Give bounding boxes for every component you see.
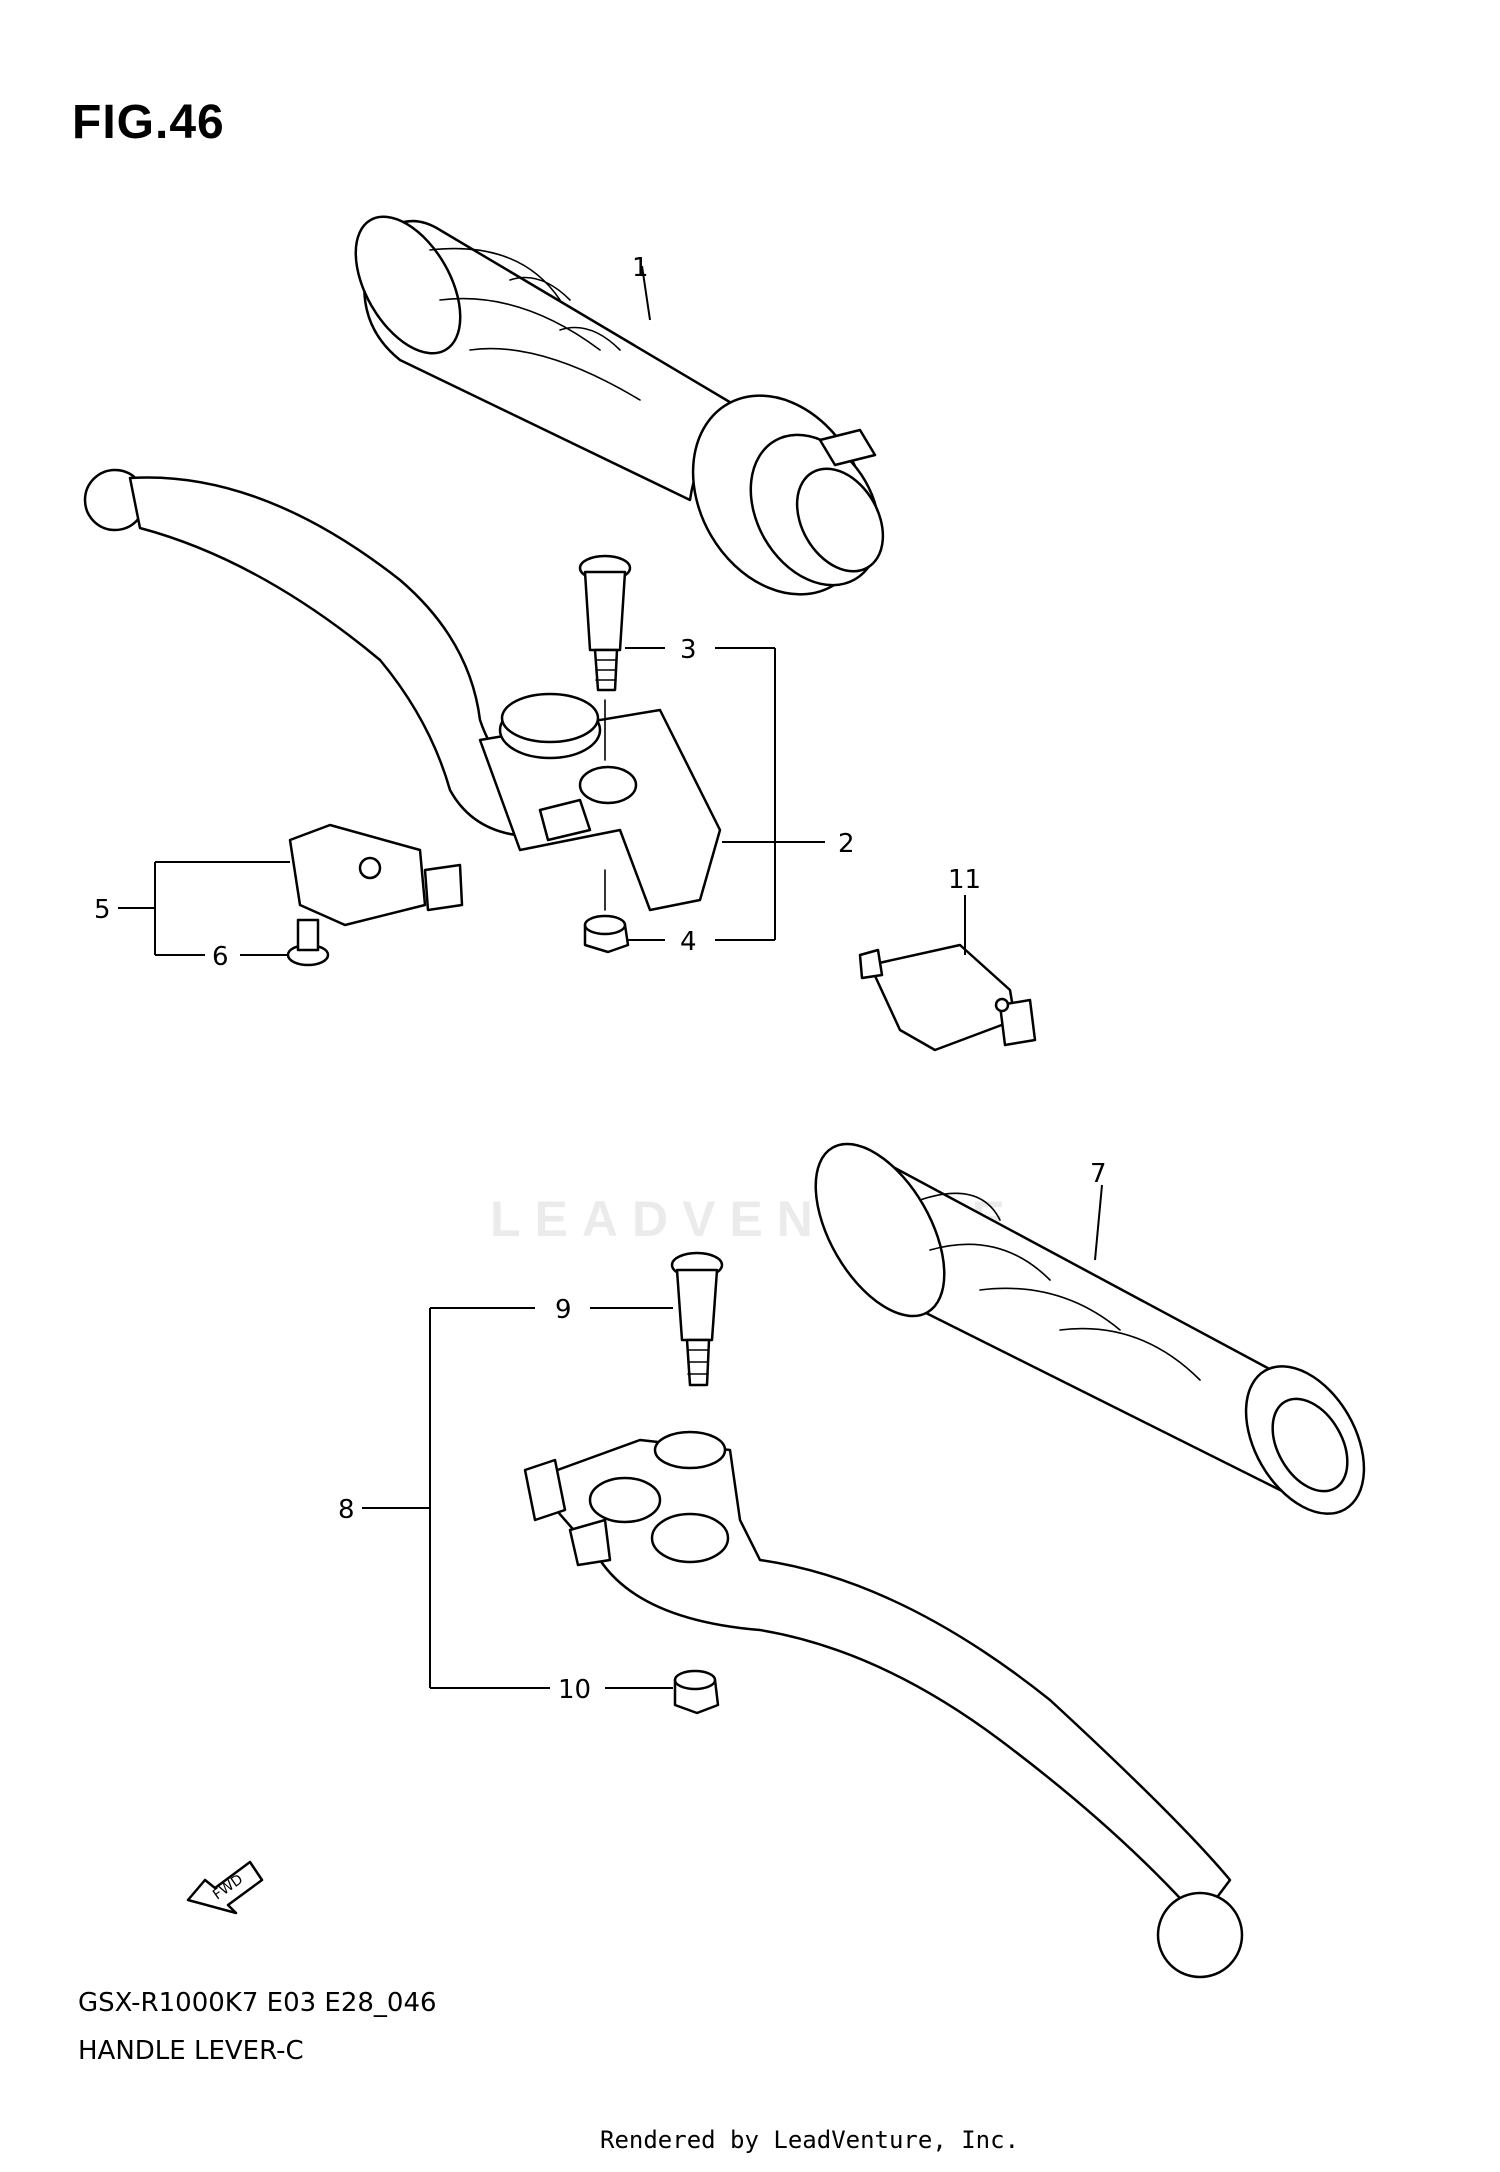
nut-part-10[interactable] [673,1669,720,1715]
callout-2: 2 [838,829,855,859]
throttle-grip-part-1[interactable] [334,199,905,626]
screw-part-6[interactable] [286,918,330,967]
section-name: HANDLE LEVER-C [78,2036,304,2066]
figure-title: FIG.46 [72,96,225,149]
rendered-by-credit: Rendered by LeadVenture, Inc. [600,2126,1020,2154]
lever-assembly-part-2[interactable] [83,468,722,912]
callout-8: 8 [338,1495,355,1525]
callout-1: 1 [632,253,649,283]
pivot-bolt-part-3[interactable] [578,554,632,761]
pivot-bolt-part-9[interactable] [670,1251,724,1387]
callout-5: 5 [94,895,111,925]
callout-10: 10 [558,1675,591,1705]
lever-assembly-part-8[interactable] [523,1430,1244,1979]
callout-7: 7 [1090,1159,1107,1189]
left-grip-part-7[interactable] [789,1123,1388,1535]
nut-part-4[interactable] [583,869,630,954]
model-code: GSX-R1000K7 E03 E28_046 [78,1988,437,2018]
leader-lines [118,265,1103,1689]
switch-part-11[interactable] [858,943,1037,1052]
switch-part-5[interactable] [288,823,464,927]
callout-6: 6 [212,942,229,972]
callout-4: 4 [680,927,697,957]
callout-9: 9 [555,1295,572,1325]
callout-3: 3 [680,635,697,665]
callout-11: 11 [948,865,981,895]
fwd-arrow-icon: FWD [186,1860,264,1915]
